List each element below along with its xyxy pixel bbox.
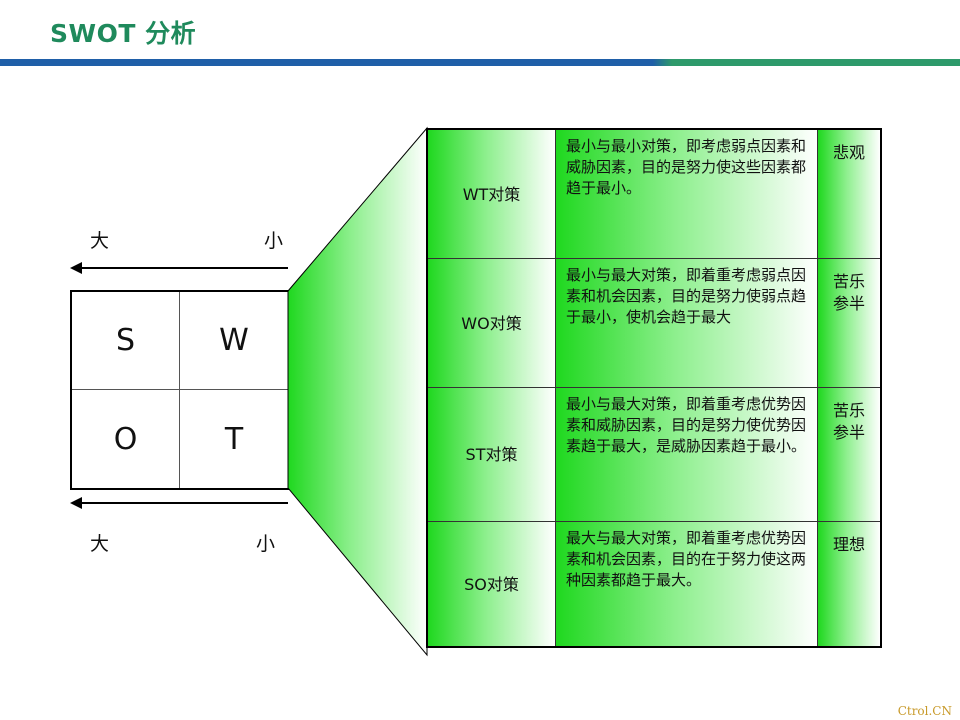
- strategy-outlook-st: 苦乐参半: [818, 388, 880, 522]
- bottom-axis-right-label: 小: [256, 533, 276, 555]
- bottom-axis-left-label: 大: [90, 533, 110, 555]
- strategy-desc-wt: 最小与最小对策，即考虑弱点因素和威胁因素，目的是努力使这些因素都趋于最小。: [556, 130, 818, 259]
- swot-cell-o: O: [72, 390, 180, 488]
- swot-cell-s: S: [72, 292, 180, 390]
- page-title: SWOT 分析: [50, 19, 197, 48]
- strategy-desc-so: 最大与最大对策，即着重考虑优势因素和机会因素，目的在于努力使这两种因素都趋于最大…: [556, 522, 818, 646]
- strategy-outlook-so: 理想: [818, 522, 880, 646]
- strategy-desc-wo: 最小与最大对策，即着重考虑弱点因素和机会因素，目的是努力使弱点趋于最小，使机会趋…: [556, 259, 818, 388]
- bottom-arrow-head-icon: [70, 497, 82, 509]
- swot-matrix: S W O T: [70, 290, 290, 490]
- watermark: Ctrol.CN: [897, 704, 952, 718]
- top-axis-left-label: 大: [90, 230, 110, 252]
- strategy-outlook-wo: 苦乐参半: [818, 259, 880, 388]
- strategy-name-wt: WT对策: [428, 130, 556, 259]
- strategy-name-wo: WO对策: [428, 259, 556, 388]
- strategy-outlook-wt: 悲观: [818, 130, 880, 259]
- strategy-name-so: SO对策: [428, 522, 556, 646]
- top-axis-right-label: 小: [264, 230, 284, 252]
- bottom-arrow-line: [80, 502, 288, 504]
- strategy-name-st: ST对策: [428, 388, 556, 522]
- strategy-desc-st: 最小与最大对策，即着重考虑优势因素和威胁因素，目的是努力使优势因素趋于最大，是威…: [556, 388, 818, 522]
- swot-cell-t: T: [224, 421, 244, 457]
- swot-cell-w: W: [180, 292, 288, 390]
- top-arrow-line: [80, 267, 288, 269]
- top-arrow-head-icon: [70, 262, 82, 274]
- strategy-table: WT对策 最小与最小对策，即考虑弱点因素和威胁因素，目的是努力使这些因素都趋于最…: [426, 128, 882, 648]
- header-divider-bar: [0, 59, 960, 66]
